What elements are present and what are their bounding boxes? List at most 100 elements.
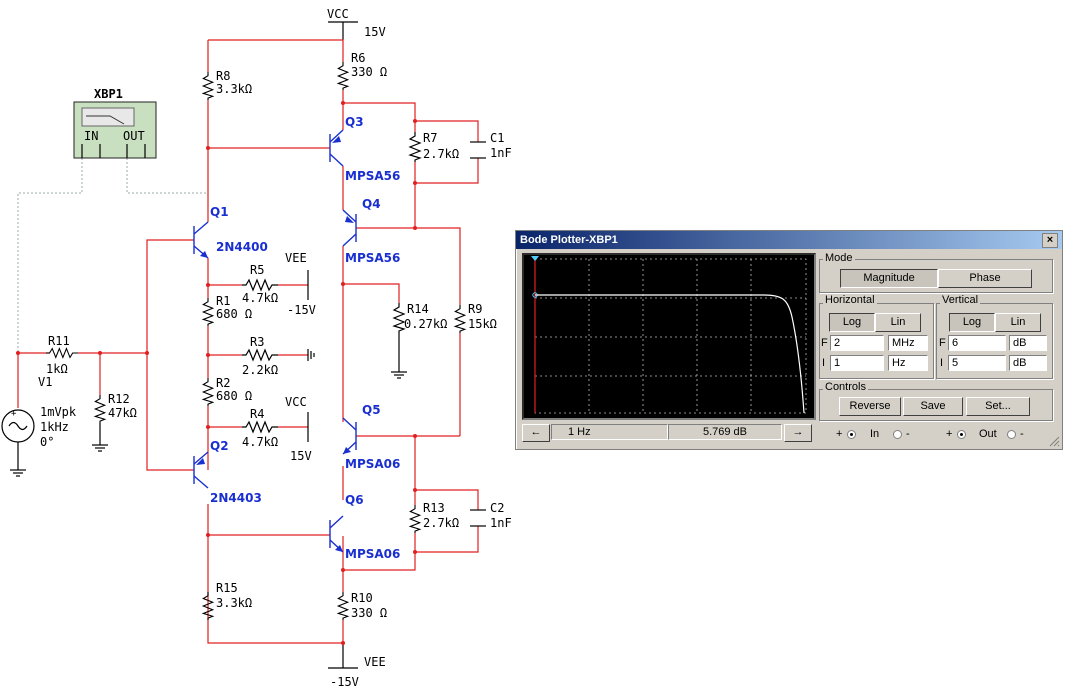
vee-mid-rail: VEE -15V (285, 251, 316, 317)
transistor-q6[interactable]: Q6 MPSA06 (329, 493, 400, 561)
horizontal-final-unit[interactable]: MHz (888, 335, 928, 351)
phase-button[interactable]: Phase (938, 269, 1032, 288)
close-button[interactable]: × (1042, 233, 1058, 248)
in-minus-label: - (906, 428, 910, 440)
r13-value: 2.7kΩ (423, 516, 459, 530)
r14-name: R14 (407, 302, 429, 316)
vee-bottom-value: -15V (330, 675, 359, 689)
transistor-q2[interactable]: Q2 2N4403 (193, 439, 262, 505)
cursor-magnitude-readout: 5.769 dB (668, 424, 782, 440)
out-plus-terminal[interactable] (957, 430, 966, 439)
q4-name: Q4 (362, 197, 381, 211)
transistor-q3[interactable]: Q3 MPSA56 (329, 115, 400, 183)
vcc-top-value: 15V (364, 25, 386, 39)
r12-value: 47kΩ (108, 406, 137, 420)
resistor-r12[interactable]: R12 47kΩ (94, 392, 137, 445)
voltage-source-v1[interactable]: + V1 1mVpk 1kHz 0° (1, 375, 77, 477)
svg-text:+: + (11, 409, 17, 419)
horizontal-log-button[interactable]: Log (829, 313, 875, 332)
out-label: Out (979, 428, 997, 440)
ground-r14 (391, 333, 407, 379)
c1-name: C1 (490, 131, 504, 145)
vee-mid-name: VEE (285, 251, 307, 265)
resistor-r9[interactable]: R9 15kΩ (454, 302, 497, 334)
r15-name: R15 (216, 581, 238, 595)
c2-value: 1nF (490, 516, 512, 530)
horizontal-final-input[interactable]: 2 (830, 335, 884, 351)
vertical-i-label: I (940, 357, 944, 369)
r3-value: 2.2kΩ (242, 363, 278, 377)
bode-plotter-window[interactable]: Bode Plotter-XBP1 × Mode Magnitude Phase… (515, 230, 1063, 450)
resize-grip-icon[interactable] (1048, 435, 1060, 447)
resistor-r10[interactable]: R10 330 Ω (337, 591, 387, 621)
resistor-r13[interactable]: R13 2.7kΩ (409, 501, 459, 534)
q3-model: MPSA56 (345, 169, 400, 183)
vertical-initial-unit[interactable]: dB (1009, 355, 1047, 371)
resistor-r6[interactable]: R6 330 Ω (337, 51, 387, 91)
vertical-initial-input[interactable]: 5 (948, 355, 1006, 371)
horizontal-lin-button[interactable]: Lin (875, 313, 921, 332)
resistor-r15[interactable]: R15 3.3kΩ (202, 581, 252, 621)
r14-value: 0.27kΩ (404, 317, 447, 331)
magnitude-button[interactable]: Magnitude (840, 269, 938, 288)
r4-value: 4.7kΩ (242, 435, 278, 449)
in-plus-label: + (836, 428, 843, 440)
mode-group (819, 259, 1053, 293)
horizontal-initial-unit[interactable]: Hz (888, 355, 928, 371)
resistor-r5[interactable]: R5 4.7kΩ (241, 263, 279, 305)
bode-plotter-symbol[interactable]: XBP1 IN OUT (73, 87, 157, 159)
set-button[interactable]: Set... (966, 397, 1030, 416)
vee-mid-value: -15V (287, 303, 316, 317)
transistor-q5[interactable]: Q5 MPSA06 (342, 403, 400, 471)
transistor-q1[interactable]: Q1 2N4400 (193, 205, 268, 259)
horizontal-initial-input[interactable]: 1 (830, 355, 884, 371)
vee-bottom-name: VEE (364, 655, 386, 669)
c2-name: C2 (490, 501, 504, 515)
vertical-final-input[interactable]: 6 (948, 335, 1006, 351)
out-minus-terminal[interactable] (1007, 430, 1016, 439)
xbp1-name: XBP1 (94, 87, 123, 101)
q5-name: Q5 (362, 403, 381, 417)
reverse-button[interactable]: Reverse (839, 397, 901, 416)
controls-group (819, 389, 1053, 421)
bode-titlebar[interactable]: Bode Plotter-XBP1 × (516, 231, 1062, 249)
resistor-r3[interactable]: R3 2.2kΩ (241, 335, 279, 377)
in-minus-terminal[interactable] (893, 430, 902, 439)
resistor-r2[interactable]: R2 680 Ω (202, 376, 252, 407)
save-button[interactable]: Save (903, 397, 963, 416)
in-plus-terminal[interactable] (847, 430, 856, 439)
transistor-q4[interactable]: Q4 MPSA56 (342, 197, 400, 265)
q6-model: MPSA06 (345, 547, 400, 561)
vertical-final-unit[interactable]: dB (1009, 335, 1047, 351)
resistor-r7[interactable]: R7 2.7kΩ (409, 131, 459, 163)
capacitor-c1[interactable]: C1 1nF (470, 131, 512, 160)
ground-r3 (307, 349, 315, 361)
resistor-r8[interactable]: R8 3.3kΩ (202, 69, 252, 101)
vertical-log-button[interactable]: Log (949, 313, 995, 332)
vertical-lin-button[interactable]: Lin (995, 313, 1041, 332)
bode-plot-display[interactable] (522, 253, 816, 420)
xbp1-in-label: IN (84, 129, 98, 143)
v1-freq: 1kHz (40, 420, 69, 434)
r3-name: R3 (250, 335, 264, 349)
vcc-mid-value: 15V (290, 449, 312, 463)
cursor-marker-icon[interactable] (531, 256, 539, 261)
r15-value: 3.3kΩ (216, 596, 252, 610)
capacitor-c2[interactable]: C2 1nF (470, 501, 512, 530)
resistor-r4[interactable]: R4 4.7kΩ (241, 407, 279, 449)
vcc-mid-rail: VCC 15V (285, 395, 312, 463)
cursor-frequency-readout: 1 Hz (551, 424, 668, 440)
r1-value: 680 Ω (216, 307, 252, 321)
resistor-r11[interactable]: R11 1kΩ (45, 334, 79, 376)
cursor-right-button[interactable]: → (784, 424, 812, 442)
r8-name: R8 (216, 69, 230, 83)
r7-value: 2.7kΩ (423, 147, 459, 161)
r4-name: R4 (250, 407, 264, 421)
r9-name: R9 (468, 302, 482, 316)
cursor-left-button[interactable]: ← (522, 424, 550, 442)
q2-model: 2N4403 (210, 491, 262, 505)
c1-value: 1nF (490, 146, 512, 160)
resistor-r14[interactable]: R14 0.27kΩ (393, 302, 447, 334)
resistor-r1[interactable]: R1 680 Ω (202, 294, 252, 327)
